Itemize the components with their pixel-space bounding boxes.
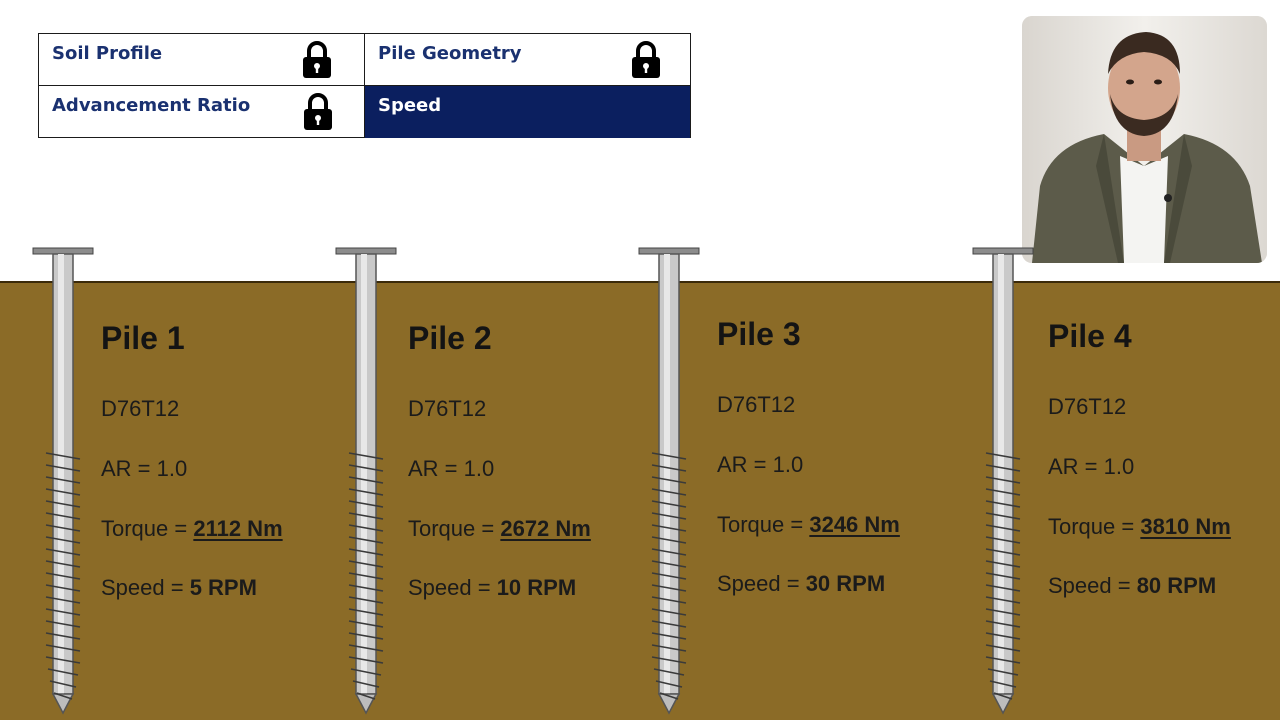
torque-value: 2672 Nm	[500, 516, 591, 541]
pile-2-shaft	[335, 247, 397, 715]
torque-value: 3246 Nm	[809, 512, 900, 537]
speed-label: Speed =	[717, 571, 806, 596]
torque-label: Torque =	[717, 512, 810, 537]
pile-title: Pile 1	[101, 320, 185, 356]
torque-label: Torque =	[101, 516, 194, 541]
lock-icon	[303, 41, 331, 78]
speed-value: 30 RPM	[805, 571, 886, 596]
lock-icon	[632, 41, 660, 78]
soil-area	[0, 281, 1280, 720]
presenter-video	[1022, 16, 1267, 263]
pile-ar: AR = 1.0	[1048, 454, 1135, 479]
pile-model: D76T12	[408, 396, 487, 421]
tile-label: Speed	[378, 95, 442, 116]
pile-model: D76T12	[717, 392, 796, 417]
pile-2-info: Pile 2 D76T12 AR = 1.0 Torque = 2672 Nm …	[408, 320, 591, 600]
pile-torque: Torque = 2112 Nm	[101, 516, 283, 542]
tile-advancement-ratio[interactable]: Advancement Ratio	[39, 86, 365, 138]
tile-pile-geometry[interactable]: Pile Geometry	[365, 34, 690, 86]
pile-4-shaft	[972, 247, 1034, 715]
pile-torque: Torque = 3810 Nm	[1048, 514, 1231, 540]
pile-4-info: Pile 4 D76T12 AR = 1.0 Torque = 3810 Nm …	[1048, 318, 1231, 598]
speed-value: 5 RPM	[189, 575, 257, 600]
pile-ar: AR = 1.0	[101, 456, 188, 481]
pile-speed: Speed = 80 RPM	[1048, 573, 1216, 599]
pile-1-shaft	[32, 247, 94, 715]
pile-3-info: Pile 3 D76T12 AR = 1.0 Torque = 3246 Nm …	[717, 316, 900, 596]
tile-label: Soil Profile	[52, 43, 163, 64]
speed-value: 80 RPM	[1136, 573, 1217, 598]
lock-icon	[304, 93, 332, 130]
torque-label: Torque =	[408, 516, 501, 541]
pile-3-shaft	[638, 247, 700, 715]
pile-model: D76T12	[1048, 394, 1127, 419]
pile-speed: Speed = 10 RPM	[408, 575, 576, 601]
torque-value: 2112 Nm	[193, 516, 283, 541]
torque-value: 3810 Nm	[1140, 514, 1231, 539]
options-table: Soil Profile Pile Geometry Advancement R…	[38, 33, 691, 138]
presenter-image	[1022, 16, 1267, 263]
speed-value: 10 RPM	[496, 575, 577, 600]
speed-label: Speed =	[1048, 573, 1137, 598]
pile-torque: Torque = 3246 Nm	[717, 512, 900, 538]
pile-title: Pile 2	[408, 320, 492, 356]
pile-model: D76T12	[101, 396, 180, 421]
pile-ar: AR = 1.0	[717, 452, 804, 477]
pile-torque: Torque = 2672 Nm	[408, 516, 591, 542]
tile-label: Pile Geometry	[378, 43, 522, 64]
pile-speed: Speed = 5 RPM	[101, 575, 257, 601]
tile-soil-profile[interactable]: Soil Profile	[39, 34, 365, 86]
pile-title: Pile 3	[717, 316, 801, 352]
tile-label: Advancement Ratio	[52, 95, 251, 116]
tile-speed[interactable]: Speed	[365, 86, 690, 138]
pile-speed: Speed = 30 RPM	[717, 571, 885, 597]
pile-title: Pile 4	[1048, 318, 1132, 354]
pile-ar: AR = 1.0	[408, 456, 495, 481]
speed-label: Speed =	[408, 575, 497, 600]
speed-label: Speed =	[101, 575, 190, 600]
pile-1-info: Pile 1 D76T12 AR = 1.0 Torque = 2112 Nm …	[101, 320, 283, 600]
torque-label: Torque =	[1048, 514, 1141, 539]
